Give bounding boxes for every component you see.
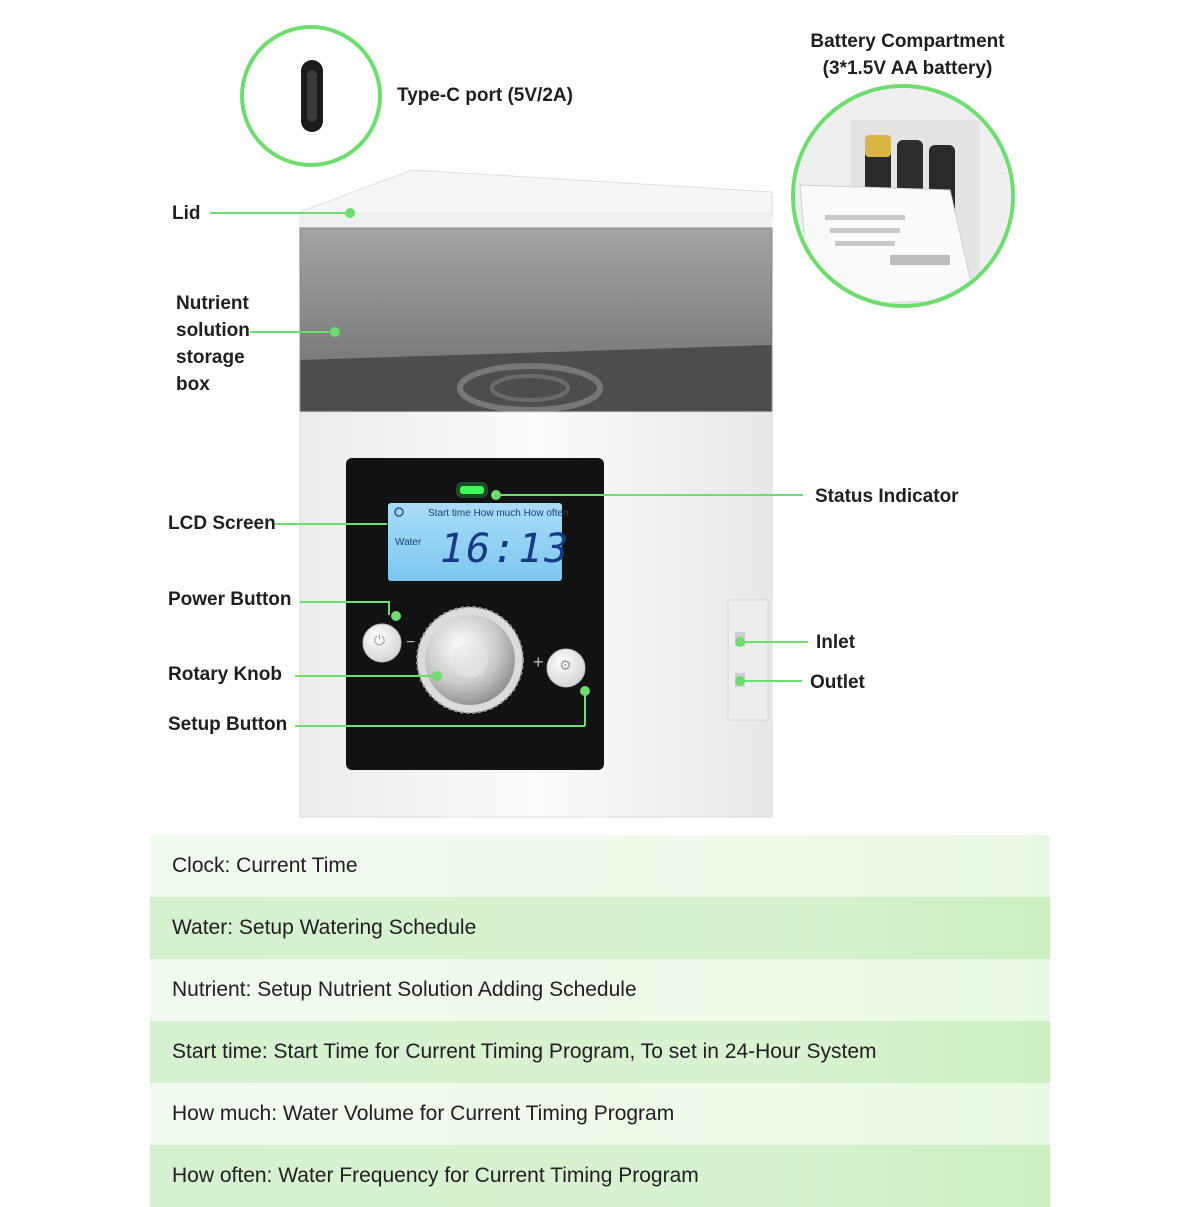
- control-panel: [346, 458, 604, 770]
- device-lid: [299, 169, 773, 230]
- lcd-time: 16:13: [440, 526, 571, 572]
- label-status-indicator: Status Indicator: [815, 486, 959, 507]
- battery-compartment-detail: [791, 84, 1015, 308]
- label-nutrient-box: Nutrient solution storage box: [176, 293, 250, 395]
- label-battery-line2: (3*1.5V AA battery): [822, 58, 993, 79]
- label-battery-line1: Battery Compartment: [810, 31, 1005, 52]
- lcd-header: Start time How much How often: [428, 508, 569, 519]
- legend-row-clock: Clock: Current Time: [150, 835, 1050, 897]
- label-outlet: Outlet: [810, 672, 865, 693]
- legend-row-how-often: How often: Water Frequency for Current T…: [150, 1145, 1050, 1207]
- label-inlet: Inlet: [816, 632, 856, 653]
- label-battery-compartment: Battery Compartment (3*1.5V AA battery): [800, 28, 1015, 82]
- function-legend-table: Clock: Current Time Water: Setup Waterin…: [150, 835, 1050, 1207]
- lcd-mode: Water: [395, 537, 422, 548]
- label-lcd-screen: LCD Screen: [168, 513, 276, 534]
- knob-minus-mark: −: [406, 634, 416, 651]
- setup-button-icon[interactable]: ⚙: [559, 657, 572, 673]
- legend-row-nutrient: Nutrient: Setup Nutrient Solution Adding…: [150, 959, 1050, 1021]
- label-type-c-port: Type-C port (5V/2A): [397, 85, 573, 106]
- nutrient-tank: [299, 227, 773, 413]
- product-illustration: [210, 25, 1015, 818]
- type-c-port-detail: [240, 25, 382, 167]
- power-button-icon[interactable]: ⏻: [374, 632, 386, 648]
- knob-plus-mark: +: [533, 652, 544, 672]
- label-power-button: Power Button: [168, 589, 292, 610]
- legend-row-start-time: Start time: Start Time for Current Timin…: [150, 1021, 1050, 1083]
- label-lid: Lid: [172, 203, 201, 224]
- label-rotary-knob: Rotary Knob: [168, 664, 282, 685]
- legend-row-water: Water: Setup Watering Schedule: [150, 897, 1050, 959]
- legend-row-how-much: How much: Water Volume for Current Timin…: [150, 1083, 1050, 1145]
- leader-lines: [210, 208, 808, 727]
- label-setup-button: Setup Button: [168, 714, 288, 735]
